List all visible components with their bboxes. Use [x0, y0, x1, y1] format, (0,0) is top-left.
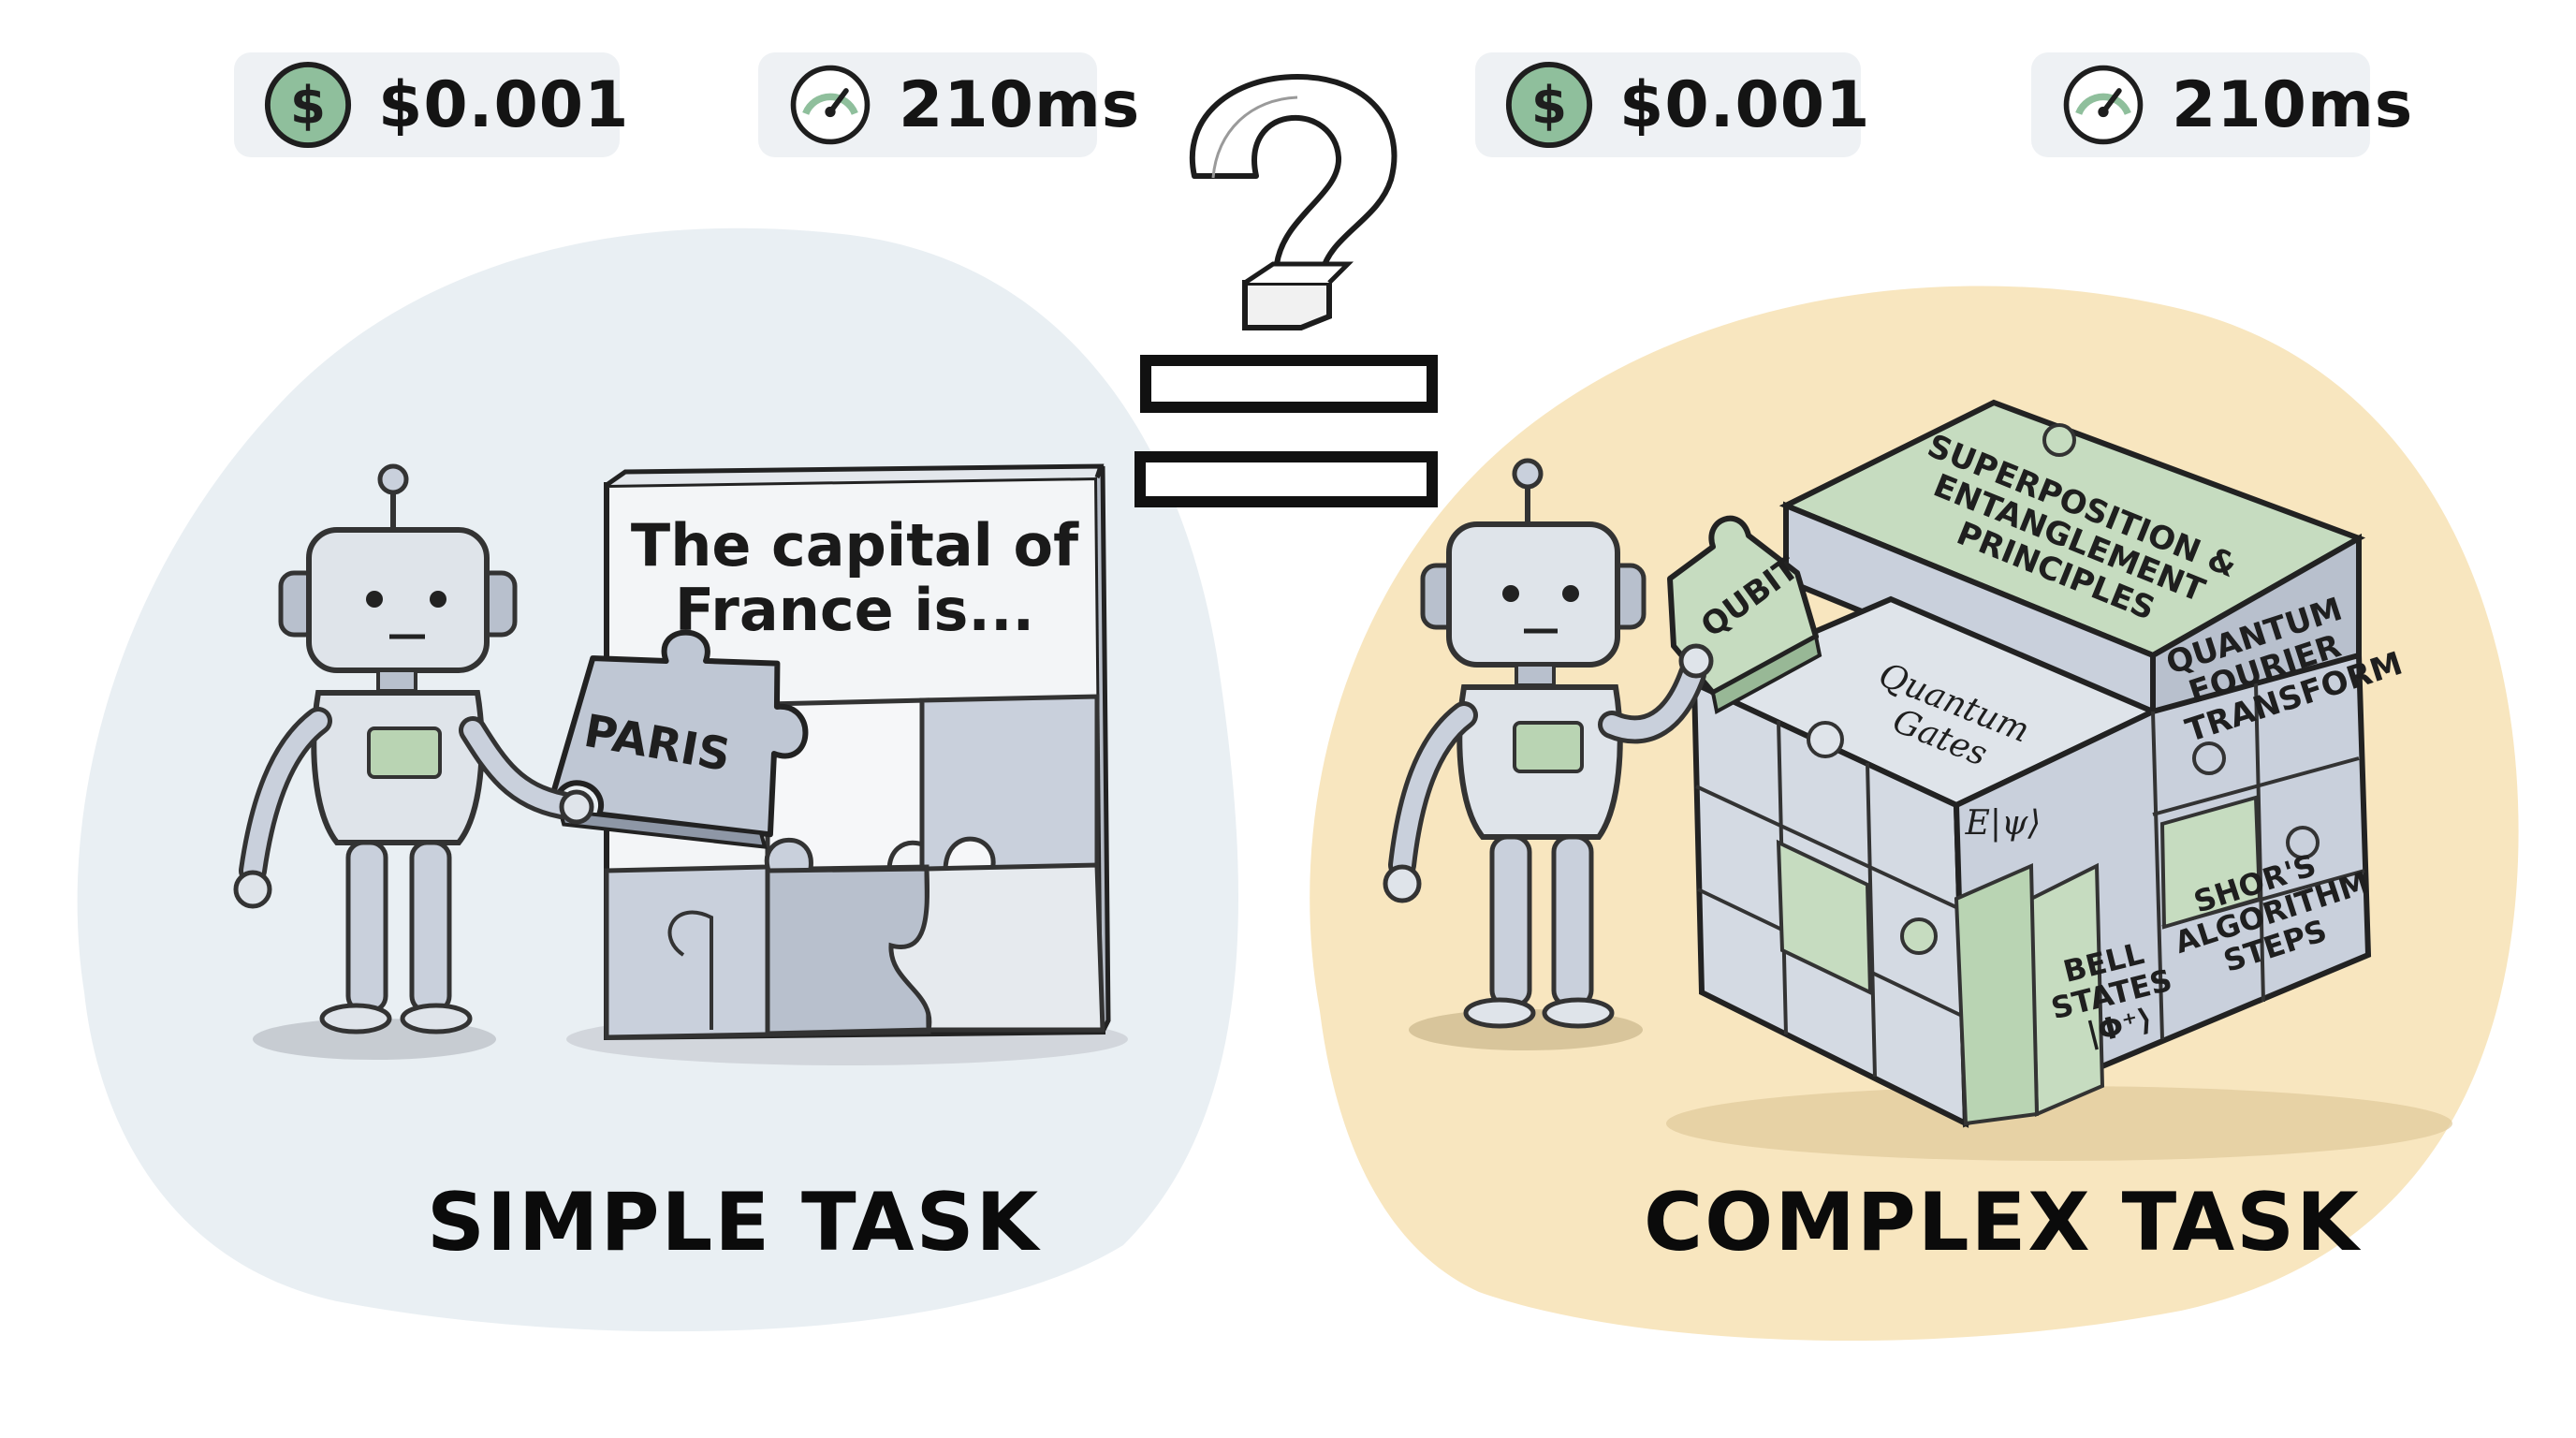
dollar-coin-icon: $ — [1505, 61, 1593, 149]
prompt-line-2: France is... — [674, 576, 1035, 645]
complex-latency-metric: 210ms — [2031, 52, 2412, 157]
svg-text:$: $ — [1531, 76, 1567, 136]
simple-latency-metric: 210ms — [758, 52, 1139, 157]
speedometer-icon — [790, 65, 871, 145]
simple-task-label: SIMPLE TASK — [427, 1176, 1041, 1269]
speedometer-icon — [2063, 65, 2144, 145]
simple-latency-value: 210ms — [899, 67, 1141, 142]
svg-text:$: $ — [290, 76, 326, 136]
complex-cost-metric: $ $0.001 — [1475, 52, 1869, 157]
complex-latency-value: 210ms — [2172, 67, 2414, 142]
simple-cost-metric: $ $0.001 — [234, 52, 628, 157]
simple-cost-value: $0.001 — [378, 67, 630, 142]
dollar-coin-icon: $ — [264, 61, 352, 149]
simple-board-prompt: The capital of France is... — [625, 513, 1084, 643]
prompt-line-1: The capital of — [630, 511, 1079, 580]
wavefunction-tile-label: E|ψ⟩ — [1965, 804, 2042, 843]
complex-cost-value: $0.001 — [1619, 67, 1871, 142]
complex-task-label: COMPLEX TASK — [1644, 1176, 2361, 1269]
